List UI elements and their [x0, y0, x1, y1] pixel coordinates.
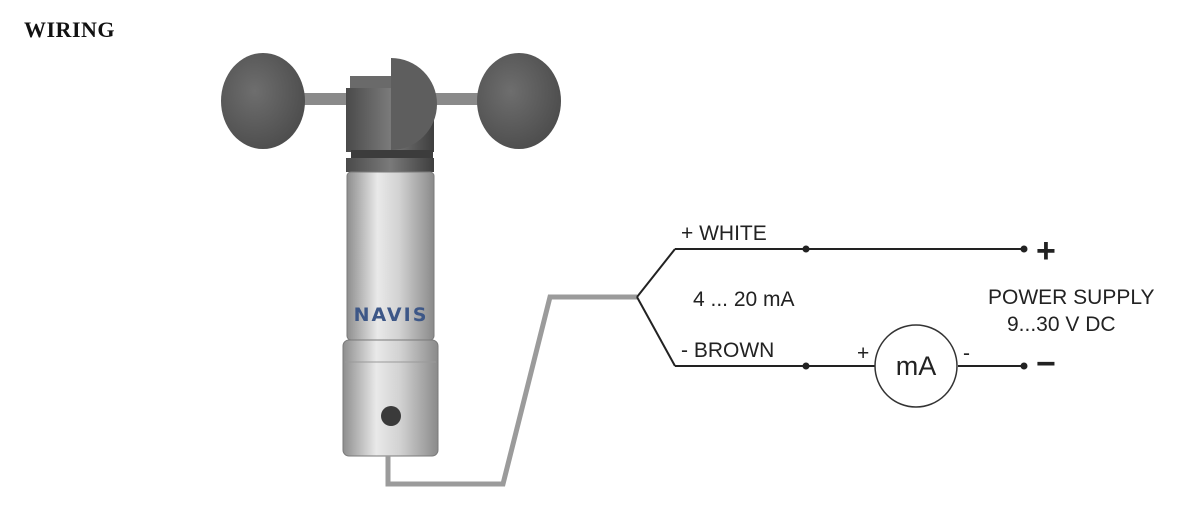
brown-junction-dot	[802, 362, 810, 370]
brown-terminal-dot	[1020, 362, 1028, 370]
right-cup	[477, 53, 561, 149]
anemometer: NAVIS	[221, 53, 561, 457]
collar-lower	[346, 158, 434, 172]
ammeter: mA + -	[857, 324, 970, 408]
left-cup	[221, 53, 305, 149]
power-supply-title: POWER SUPPLY	[988, 286, 1154, 309]
brand-label: NAVIS	[354, 304, 429, 326]
brown-wire-branch	[636, 296, 676, 367]
white-wire-branch	[636, 248, 676, 298]
wires	[636, 248, 1024, 367]
ammeter-plus: +	[857, 342, 869, 365]
power-supply-voltage: 9...30 V DC	[1007, 313, 1116, 336]
power-minus-symbol: −	[1036, 345, 1056, 383]
sensor-base	[342, 339, 439, 457]
rotor-hub-top	[350, 76, 392, 90]
front-cup	[391, 58, 437, 150]
white-junction-dot	[802, 245, 810, 253]
power-plus-symbol: +	[1036, 232, 1056, 270]
white-wire-label: + WHITE	[681, 222, 767, 245]
signal-label: 4 ... 20 mA	[693, 288, 795, 311]
page-title: WIRING	[24, 17, 116, 42]
brown-wire-label: - BROWN	[681, 339, 774, 362]
sensor-cable	[385, 294, 637, 487]
collar	[351, 150, 433, 160]
white-terminal-dot	[1020, 245, 1028, 253]
ammeter-label: mA	[896, 351, 937, 381]
ammeter-minus: -	[963, 342, 970, 365]
ammeter-circle	[874, 324, 958, 408]
connector-hole	[381, 406, 401, 426]
